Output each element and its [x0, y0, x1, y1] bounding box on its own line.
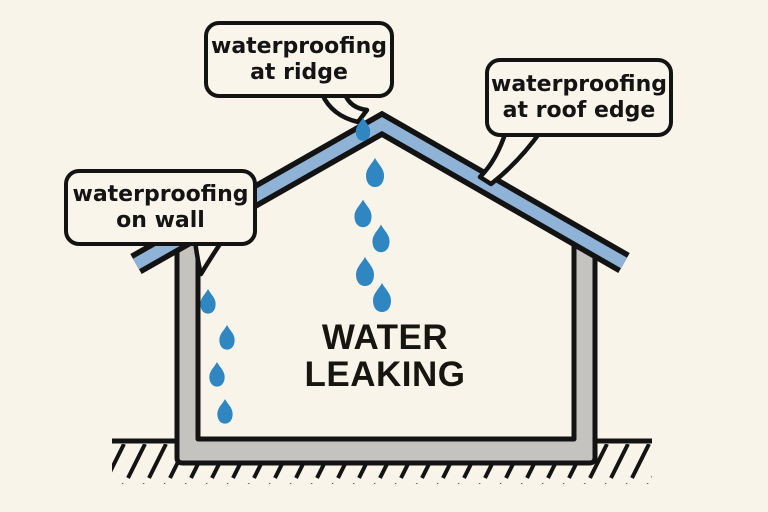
callout-roof-edge-line2: at roof edge [502, 97, 656, 123]
center-label-line2: LEAKING [304, 355, 466, 394]
callout-wall: waterproofing on wall [64, 169, 257, 246]
water-drop [366, 158, 384, 187]
callout-roof-edge-line1: waterproofing [491, 71, 667, 97]
callout-tail-wall [192, 238, 225, 277]
callout-wall-line1: waterproofing [72, 181, 249, 207]
callout-ridge: waterproofing at ridge [204, 21, 394, 98]
wall-leak-drops [200, 288, 235, 424]
ridge-leak-drops [354, 117, 391, 312]
callout-tail-ridge [319, 91, 370, 125]
water-drop [209, 361, 225, 387]
water-drop [354, 199, 372, 228]
callout-wall-line2: on wall [116, 207, 205, 233]
water-drop [356, 257, 374, 286]
water-drop [200, 288, 216, 314]
callout-tails [192, 91, 544, 277]
callout-ridge-line1: waterproofing [211, 33, 387, 59]
callout-tail-roof-edge [477, 128, 544, 187]
callout-ridge-line2: at ridge [250, 59, 348, 85]
water-drop [372, 224, 390, 253]
center-label-line1: WATER [321, 318, 449, 357]
water-drop [355, 117, 371, 141]
water-drop [219, 324, 235, 350]
water-drop [373, 283, 391, 312]
water-drop [217, 398, 233, 424]
center-label: WATER LEAKING [285, 319, 485, 393]
callout-roof-edge: waterproofing at roof edge [485, 58, 673, 137]
